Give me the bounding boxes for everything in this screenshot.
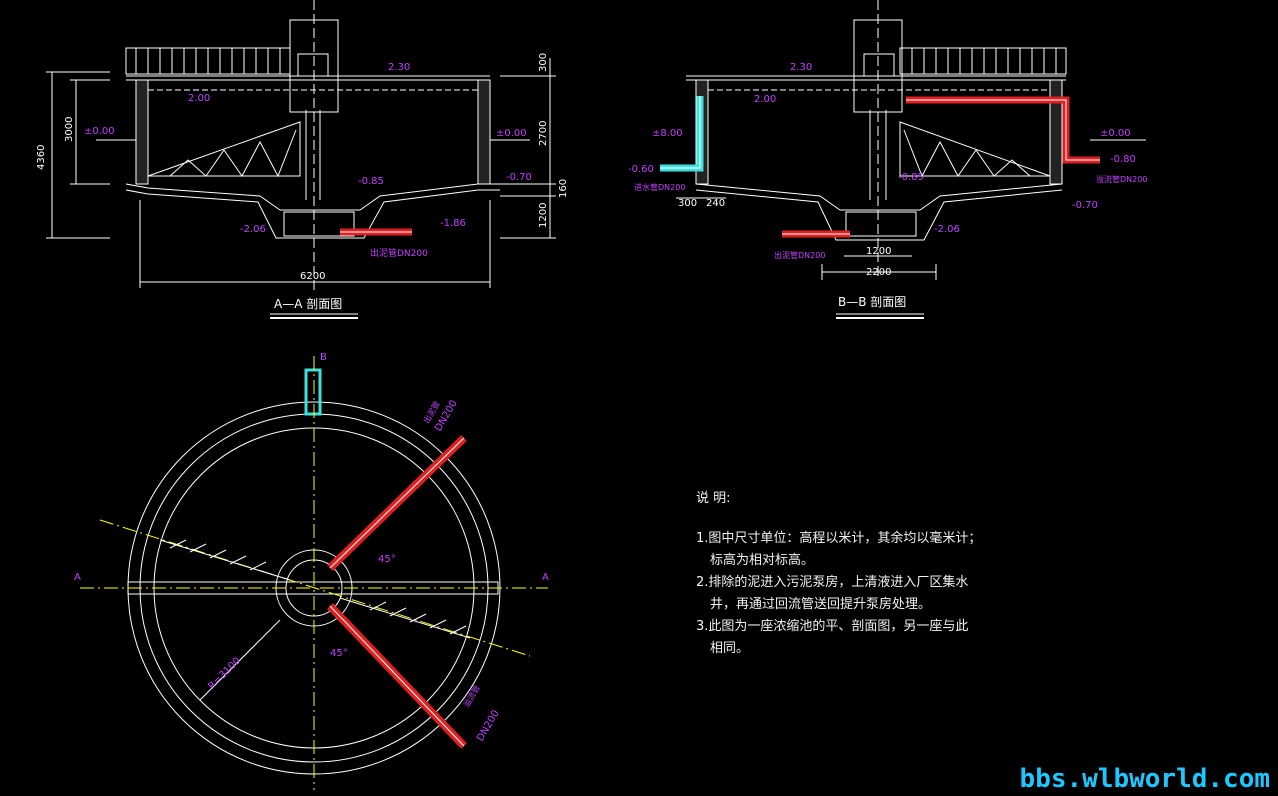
aa-dim-low: 160 xyxy=(558,179,569,198)
bb-elev-outlet: -0.80 xyxy=(1110,154,1136,165)
bb-dims: 300 240 1200 2200 B—B 剖面图 xyxy=(678,198,906,309)
bb-dim-240: 240 xyxy=(706,198,725,209)
bb-outlet-label: 溢流管DN200 xyxy=(1096,174,1147,184)
bb-elev-ground: ±0.00 xyxy=(1100,128,1131,139)
bb-inlet-label: 进水管DN200 xyxy=(634,182,685,192)
angle-top: 45° xyxy=(378,554,396,565)
scraper-blades xyxy=(169,539,467,635)
aa-elev-wall-base: -0.70 xyxy=(506,172,532,183)
aa-elev-floor: -0.85 xyxy=(358,176,384,187)
aa-elev-pipe: -1.86 xyxy=(440,218,466,229)
aa-dim-total: 4360 xyxy=(36,145,47,170)
right-wall xyxy=(477,79,491,185)
bb-elev-sump: -2.06 xyxy=(934,224,960,235)
note-3: 3.此图为一座浓缩池的平、剖面图，另一座与此 xyxy=(696,619,969,634)
radius-label: R=3100 xyxy=(206,656,243,693)
aa-labels: 2.30 2.00 ±0.00 ±0.00 -0.85 -0.70 -2.06 … xyxy=(84,62,532,259)
aa-dims: 4360 3000 300 2700 160 1200 6200 A—A 剖面图 xyxy=(36,53,569,311)
scraper-truss xyxy=(147,121,301,177)
tank-floor xyxy=(125,183,500,211)
marker-b: B xyxy=(320,352,327,363)
bb-dim-300: 300 xyxy=(678,198,697,209)
aa-elev-ground-right: ±0.00 xyxy=(496,128,527,139)
aa-dim-top: 300 xyxy=(538,53,549,72)
note-1: 1.图中尺寸单位：高程以米计，其余均以毫米计； xyxy=(696,531,982,546)
bb-dim-2200: 2200 xyxy=(866,267,891,278)
bb-sludge-label: 出泥管DN200 xyxy=(774,250,825,260)
plan-labels: A A B R=3100 45° 45° 出泥管 DN200 溢流管 DN200 xyxy=(74,352,549,744)
aa-elev-top: 2.30 xyxy=(388,62,410,73)
bb-scraper-truss xyxy=(899,121,1051,177)
aa-pipe-label: 出泥管DN200 xyxy=(370,247,428,259)
bb-elev-inlet-low: -0.60 xyxy=(628,164,654,175)
aa-dim-bottom: 1200 xyxy=(538,203,549,228)
aa-elev-sump: -2.06 xyxy=(240,224,266,235)
bb-elev-floor: -0.85 xyxy=(898,172,924,183)
railing-posts xyxy=(135,48,281,74)
aa-dim-mid: 2700 xyxy=(538,121,549,146)
plan-view xyxy=(80,356,548,790)
bb-elev-top: 2.30 xyxy=(790,62,812,73)
angle-bottom: 45° xyxy=(330,648,348,659)
note-2b: 井，再通过回流管送回提升泵房处理。 xyxy=(710,597,932,612)
bb-elev-wall-base: -0.70 xyxy=(1072,200,1098,211)
marker-a-left: A xyxy=(74,572,81,583)
notes-block: 说 明: 1.图中尺寸单位：高程以米计，其余均以毫米计； 标高为相对标高。 2.… xyxy=(696,488,981,660)
aa-dim-inner: 3000 xyxy=(64,117,75,142)
section-bb xyxy=(676,0,1146,319)
note-2: 2.排除的泥进入污泥泵房，上清液进入厂区集水 xyxy=(696,575,969,590)
railing-right xyxy=(899,47,1067,75)
note-3b: 相同。 xyxy=(710,641,750,656)
section-aa xyxy=(46,0,556,319)
aa-elev-ground-left: ±0.00 xyxy=(84,126,115,137)
marker-a-right: A xyxy=(542,572,549,583)
note-1b: 标高为相对标高。 xyxy=(710,553,815,568)
aa-title: A—A 剖面图 xyxy=(274,297,342,311)
pipe-bottom-label: 溢流管 xyxy=(461,683,482,709)
bb-right-wall xyxy=(1049,79,1063,185)
left-wall xyxy=(135,79,149,185)
bb-labels: 2.30 2.00 ±8.00 -0.60 ±0.00 -0.80 -0.85 … xyxy=(628,62,1147,260)
sump xyxy=(283,211,355,237)
notes-heading: 说 明: xyxy=(696,491,731,506)
bb-dim-1200: 1200 xyxy=(866,246,891,257)
bb-elev-inlet: ±8.00 xyxy=(652,128,683,139)
aa-dim-width: 6200 xyxy=(300,271,325,282)
pipe-bottom-dn: DN200 xyxy=(475,708,502,743)
aa-elev-water: 2.00 xyxy=(188,93,210,104)
bb-elev-water: 2.00 xyxy=(754,94,776,105)
bb-title: B—B 剖面图 xyxy=(838,295,906,309)
plan-inlet-pipe xyxy=(304,368,322,416)
watermark: bbs.wlbworld.com xyxy=(1019,764,1270,794)
bb-floor xyxy=(695,183,1063,211)
